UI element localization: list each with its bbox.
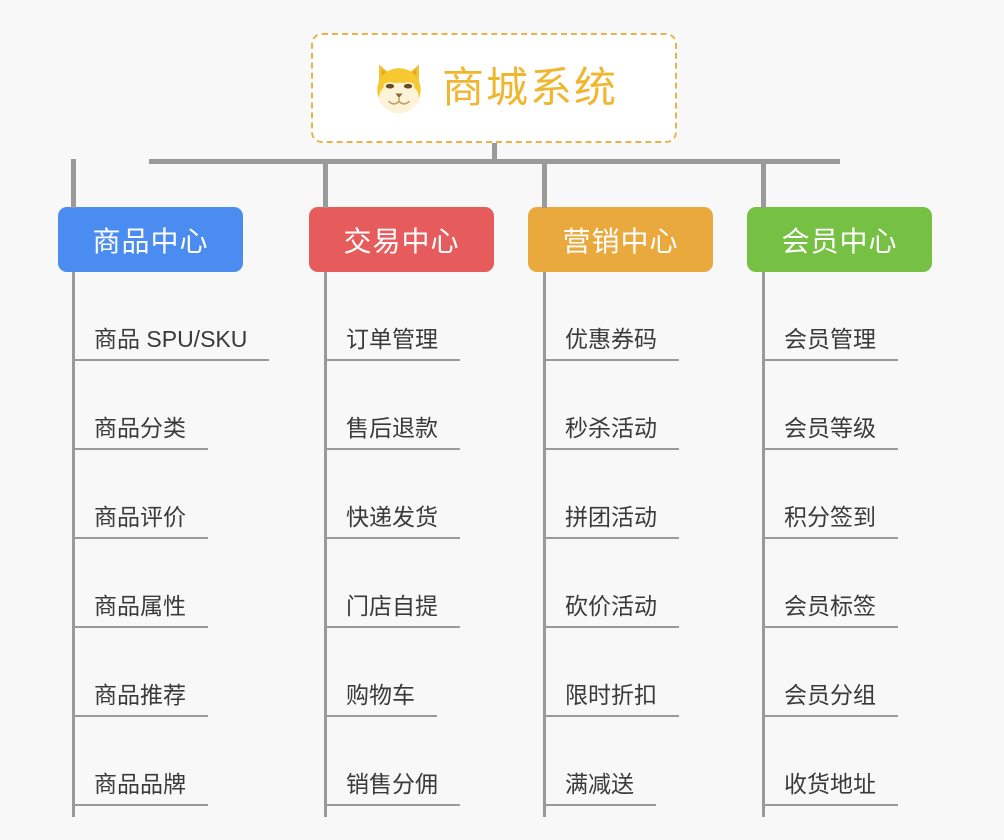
connector-drop-3 <box>542 159 547 208</box>
leaf-item[interactable]: 拼团活动 <box>543 450 679 539</box>
leaf-item-label: 优惠券码 <box>565 326 657 353</box>
branch-header-label: 营销中心 <box>562 225 679 257</box>
branch-trunk <box>72 272 75 817</box>
leaf-item[interactable]: 积分签到 <box>762 450 898 539</box>
leaf-item[interactable]: 售后退款 <box>324 361 460 450</box>
branch-header-1[interactable]: 商品中心 <box>58 207 243 272</box>
leaf-item[interactable]: 会员分组 <box>762 628 898 717</box>
leaf-item[interactable]: 优惠券码 <box>543 272 679 361</box>
branch-header-3[interactable]: 营销中心 <box>528 207 713 272</box>
branch-header-label: 商品中心 <box>92 225 209 257</box>
leaf-item-label: 门店自提 <box>346 593 438 620</box>
leaf-item-label: 砍价活动 <box>565 593 657 620</box>
leaf-item-label: 会员标签 <box>784 593 876 620</box>
branch-header-2[interactable]: 交易中心 <box>309 207 494 272</box>
leaf-item[interactable]: 门店自提 <box>324 539 460 628</box>
leaf-item-label: 销售分佣 <box>346 771 438 798</box>
leaf-item-label: 商品分类 <box>94 415 186 442</box>
root-title: 商城系统 <box>441 64 618 111</box>
leaf-item-label: 快递发货 <box>346 504 438 531</box>
leaf-item[interactable]: 商品品牌 <box>72 717 208 806</box>
leaf-item[interactable]: 商品属性 <box>72 539 208 628</box>
leaf-item[interactable]: 订单管理 <box>324 272 460 361</box>
leaf-item-label: 拼团活动 <box>565 504 657 531</box>
branch-trunk <box>324 272 327 817</box>
leaf-item[interactable]: 秒杀活动 <box>543 361 679 450</box>
leaf-item-label: 商品属性 <box>94 593 186 620</box>
leaf-item-label: 商品推荐 <box>94 682 186 709</box>
connector-drop-4 <box>761 159 766 208</box>
leaf-item[interactable]: 购物车 <box>324 628 437 717</box>
leaf-item[interactable]: 会员标签 <box>762 539 898 628</box>
leaf-item-label: 商品 SPU/SKU <box>94 326 248 353</box>
leaf-item-label: 积分签到 <box>784 504 876 531</box>
leaf-item-label: 商品品牌 <box>94 771 186 798</box>
leaf-item[interactable]: 会员管理 <box>762 272 898 361</box>
leaf-item[interactable]: 销售分佣 <box>324 717 460 806</box>
leaf-item[interactable]: 商品分类 <box>72 361 208 450</box>
leaf-item[interactable]: 收货地址 <box>762 717 898 806</box>
leaf-item-label: 限时折扣 <box>565 682 657 709</box>
branch-header-label: 交易中心 <box>343 225 460 257</box>
leaf-item-label: 会员管理 <box>784 326 876 353</box>
connector-bus <box>149 159 840 164</box>
connector-drop-2 <box>323 159 328 208</box>
leaf-item[interactable]: 商品评价 <box>72 450 208 539</box>
leaf-item-label: 订单管理 <box>346 326 438 353</box>
leaf-item[interactable]: 会员等级 <box>762 361 898 450</box>
leaf-item-label: 秒杀活动 <box>565 415 657 442</box>
root-node[interactable]: 商城系统 <box>311 33 677 143</box>
branch-header-label: 会员中心 <box>781 225 898 257</box>
leaf-item[interactable]: 快递发货 <box>324 450 460 539</box>
branch-trunk <box>762 272 765 817</box>
leaf-item[interactable]: 商品推荐 <box>72 628 208 717</box>
leaf-item-label: 收货地址 <box>784 771 876 798</box>
leaf-item-label: 商品评价 <box>94 504 186 531</box>
branch-header-4[interactable]: 会员中心 <box>747 207 932 272</box>
leaf-item-label: 满减送 <box>565 771 634 798</box>
leaf-item[interactable]: 满减送 <box>543 717 656 806</box>
leaf-item[interactable]: 砍价活动 <box>543 539 679 628</box>
leaf-item-label: 会员等级 <box>784 415 876 442</box>
leaf-item-label: 售后退款 <box>346 415 438 442</box>
leaf-item-label: 购物车 <box>346 682 415 709</box>
leaf-item[interactable]: 商品 SPU/SKU <box>72 272 270 361</box>
connector-drop-1 <box>71 159 76 208</box>
branch-trunk <box>543 272 546 817</box>
shiba-dog-icon <box>370 59 428 117</box>
connector-root-stem <box>492 143 497 164</box>
leaf-item[interactable]: 限时折扣 <box>543 628 679 717</box>
leaf-item-label: 会员分组 <box>784 682 876 709</box>
